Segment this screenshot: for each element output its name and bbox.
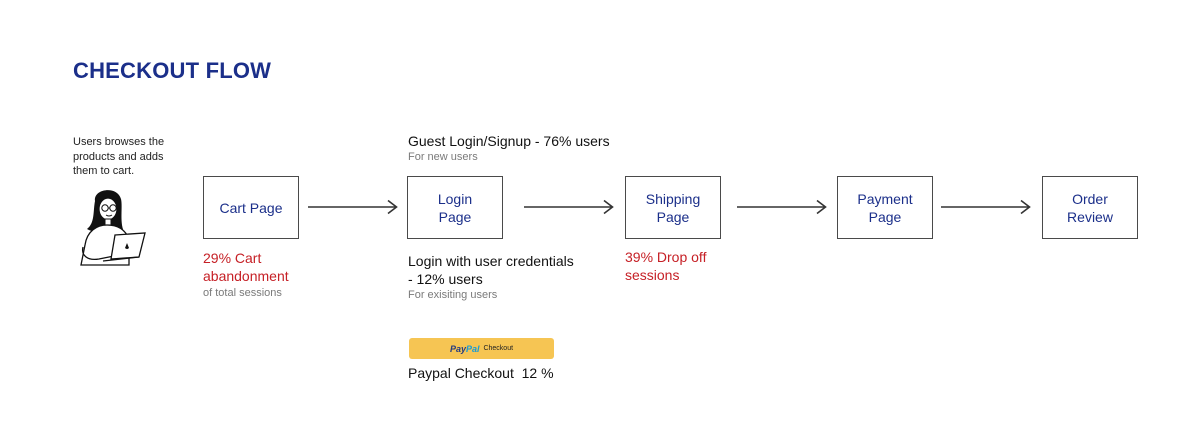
step-shipping-page: Shipping Page (625, 176, 721, 239)
step-label: Shipping Page (645, 190, 701, 225)
step-payment-page: Payment Page (837, 176, 933, 239)
cart-abandonment-annotation: 29% Cart abandonment of total sessions (203, 249, 323, 299)
step-label: Cart Page (219, 199, 283, 216)
user-login-sub: For exisiting users (408, 289, 498, 301)
user-with-laptop-icon (80, 190, 146, 266)
arrow-right-icon (524, 199, 614, 215)
intro-text: Users browses the products and adds them… (73, 136, 165, 177)
page-title: CHECKOUT FLOW (73, 58, 272, 83)
step-label: Order Review (1067, 190, 1113, 225)
user-illustration (73, 185, 153, 269)
paypal-checkout-button[interactable]: PayPal Checkout (409, 338, 554, 359)
flow-arrow-1 (307, 199, 399, 215)
user-login-annotation: Login with user credentials - 12% users … (408, 252, 578, 301)
flow-arrow-4 (940, 199, 1032, 215)
flow-arrow-3 (736, 199, 828, 215)
user-login-stat: Login with user credentials - 12% users (408, 253, 574, 287)
step-label: Login Page (437, 190, 473, 225)
guest-login-sub: For new users (408, 151, 478, 163)
cart-abandonment-sub: of total sessions (203, 287, 282, 299)
paypal-logo: PayPal (449, 343, 480, 354)
shipping-dropoff-stat: 39% Drop off sessions (625, 249, 707, 283)
paypal-button-text: Checkout (483, 345, 514, 352)
guest-login-annotation: Guest Login/Signup - 76% users For new u… (408, 132, 668, 163)
arrow-right-icon (941, 199, 1031, 215)
flow-arrow-2 (523, 199, 615, 215)
arrow-right-icon (737, 199, 827, 215)
step-label: Payment Page (857, 190, 913, 225)
shipping-dropoff-annotation: 39% Drop off sessions (625, 248, 735, 284)
step-cart-page: Cart Page (203, 176, 299, 239)
guest-login-stat: Guest Login/Signup - 76% users (408, 133, 610, 149)
paypal-checkout-caption: Paypal Checkout 12 % (408, 365, 554, 381)
step-order-review: Order Review (1042, 176, 1138, 239)
cart-abandonment-stat: 29% Cart abandonment (203, 250, 289, 284)
arrow-right-icon (308, 199, 398, 215)
step-login-page: Login Page (407, 176, 503, 239)
